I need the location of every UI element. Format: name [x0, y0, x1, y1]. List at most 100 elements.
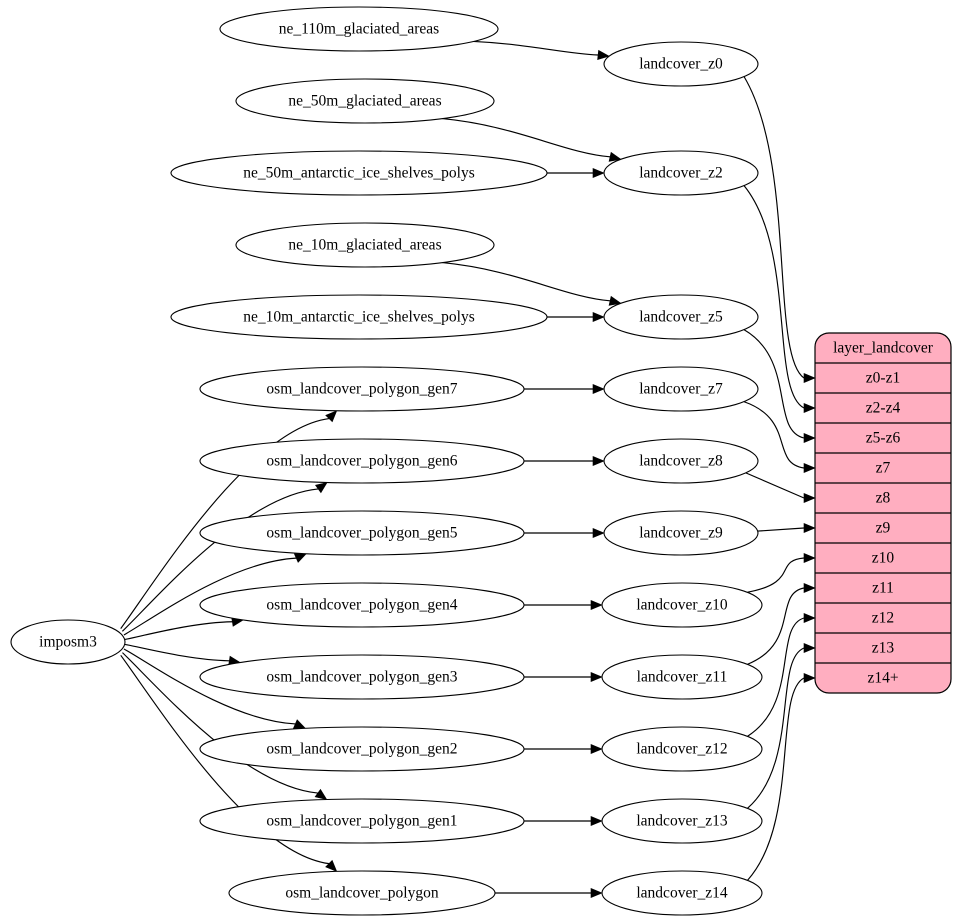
edge-arrowhead: [803, 462, 816, 474]
input-node-ne_10m_antarctic_ice_shelves_polys[interactable]: ne_10m_antarctic_ice_shelves_polys: [170, 294, 548, 340]
edge-ne_50m_glaciated_areas-to-landcover_z2: [442, 118, 611, 158]
node-shape: [601, 726, 763, 772]
edge-layer: [120, 40, 816, 899]
node-label: imposm3: [39, 634, 97, 651]
edge-imposm3-to-osm_landcover_polygon_gen2: [123, 648, 296, 725]
edge-arrowhead: [292, 719, 307, 729]
node-label: landcover_z7: [639, 381, 723, 398]
input-node-osm_landcover_polygon_gen3[interactable]: osm_landcover_polygon_gen3: [199, 654, 525, 700]
node-label: landcover_z13: [636, 813, 727, 830]
layer-node-landcover_z10[interactable]: landcover_z10: [601, 582, 763, 628]
edge-imposm3-to-osm_landcover_polygon_gen6: [121, 488, 319, 632]
node-label: ne_50m_glaciated_areas: [288, 93, 441, 110]
node-label: landcover_z14: [636, 885, 727, 902]
edge-arrowhead: [592, 383, 605, 395]
record-row-label-z2-z4: z2-z4: [866, 400, 901, 417]
node-shape: [603, 150, 759, 196]
edge-arrowhead: [592, 311, 605, 323]
input-node-osm_landcover_polygon[interactable]: osm_landcover_polygon: [228, 870, 496, 916]
record-row-label-z0-z1: z0-z1: [866, 370, 900, 387]
input-node-osm_landcover_polygon_gen1[interactable]: osm_landcover_polygon_gen1: [199, 798, 525, 844]
edge-arrowhead: [608, 151, 622, 162]
node-label: landcover_z9: [639, 525, 723, 542]
layer-node-landcover_z12[interactable]: landcover_z12: [601, 726, 763, 772]
edge-arrowhead: [590, 599, 603, 611]
edge-arrowhead: [803, 642, 816, 654]
node-label: osm_landcover_polygon: [285, 885, 439, 902]
node-shape: [603, 294, 759, 340]
layer-node-landcover_z11[interactable]: landcover_z11: [601, 654, 763, 700]
node-label: landcover_z0: [639, 56, 723, 73]
input-node-osm_landcover_polygon_gen4[interactable]: osm_landcover_polygon_gen4: [199, 582, 525, 628]
node-label: osm_landcover_polygon_gen1: [266, 813, 457, 830]
node-label: landcover_z12: [636, 741, 727, 758]
record-row-label-z9: z9: [876, 520, 891, 537]
edge-landcover_z7-to-z7: [743, 401, 805, 469]
edge-landcover_z10-to-z10: [747, 557, 805, 593]
record-row-label-z13: z13: [872, 640, 895, 657]
input-node-ne_50m_glaciated_areas[interactable]: ne_50m_glaciated_areas: [235, 78, 495, 124]
node-label: osm_landcover_polygon_gen2: [266, 741, 457, 758]
edge-arrowhead: [803, 582, 816, 594]
edge-imposm3-to-osm_landcover_polygon_gen1: [122, 652, 318, 794]
edge-landcover_z5-to-z5-z6: [743, 329, 805, 439]
layer-node-landcover_z8[interactable]: landcover_z8: [603, 438, 759, 484]
input-node-osm_landcover_polygon_gen7[interactable]: osm_landcover_polygon_gen7: [199, 366, 525, 412]
edge-arrowhead: [803, 612, 816, 624]
node-label: ne_50m_antarctic_ice_shelves_polys: [243, 165, 475, 182]
input-node-ne_50m_antarctic_ice_shelves_polys[interactable]: ne_50m_antarctic_ice_shelves_polys: [170, 150, 548, 196]
node-shape: [603, 41, 759, 87]
edge-arrowhead: [592, 527, 605, 539]
edge-arrowhead: [314, 482, 328, 494]
edge-arrowhead: [803, 672, 816, 684]
edge-imposm3-to-osm_landcover_polygon_gen7: [120, 417, 330, 629]
edge-landcover_z12-to-z12: [747, 617, 805, 737]
node-label: osm_landcover_polygon_gen6: [266, 453, 457, 470]
edge-landcover_z13-to-z13: [747, 647, 805, 809]
edge-arrowhead: [803, 552, 816, 564]
edge-landcover_z11-to-z11: [747, 587, 805, 665]
edge-arrowhead: [803, 492, 816, 504]
edge-arrowhead: [590, 671, 603, 683]
node-shape: [228, 870, 496, 916]
edge-imposm3-to-osm_landcover_polygon_gen5: [123, 557, 297, 636]
edge-landcover_z2-to-z2-z4: [743, 185, 805, 409]
node-shape: [603, 366, 759, 412]
input-node-osm_landcover_polygon_gen2[interactable]: osm_landcover_polygon_gen2: [199, 726, 525, 772]
edge-arrowhead: [803, 522, 816, 534]
node-shape: [199, 438, 525, 484]
edge-arrowhead: [592, 167, 605, 179]
node-label: landcover_z10: [636, 597, 727, 614]
edge-arrowhead: [314, 788, 328, 800]
node-label: osm_landcover_polygon_gen3: [266, 669, 457, 686]
layer-node-landcover_z7[interactable]: landcover_z7: [603, 366, 759, 412]
node-shape: [199, 726, 525, 772]
node-shape: [219, 6, 499, 52]
input-node-osm_landcover_polygon_gen6[interactable]: osm_landcover_polygon_gen6: [199, 438, 525, 484]
edge-arrowhead: [325, 859, 338, 872]
record-row-label-z10: z10: [872, 550, 895, 567]
node-layer: imposm3 ne_110m_glaciated_areas ne_50m_gla…: [10, 6, 763, 916]
source-node-imposm3[interactable]: imposm3: [10, 619, 126, 665]
edge-landcover_z8-to-z8: [745, 472, 805, 499]
edge-arrowhead: [590, 743, 603, 755]
input-node-osm_landcover_polygon_gen5[interactable]: osm_landcover_polygon_gen5: [199, 510, 525, 556]
layer-node-landcover_z14[interactable]: landcover_z14: [601, 870, 763, 916]
node-shape: [199, 798, 525, 844]
edge-arrowhead: [293, 553, 307, 563]
layer-node-landcover_z9[interactable]: landcover_z9: [603, 510, 759, 556]
node-shape: [199, 654, 525, 700]
input-node-ne_10m_glaciated_areas[interactable]: ne_10m_glaciated_areas: [235, 222, 495, 268]
edge-arrowhead: [803, 432, 816, 444]
layer-node-landcover_z0[interactable]: landcover_z0: [603, 41, 759, 87]
node-label: landcover_z2: [639, 165, 723, 182]
layer-node-landcover_z5[interactable]: landcover_z5: [603, 294, 759, 340]
record-row-label-z5-z6: z5-z6: [866, 430, 901, 447]
node-shape: [10, 619, 126, 665]
node-label: ne_110m_glaciated_areas: [279, 21, 439, 38]
input-node-ne_110m_glaciated_areas[interactable]: ne_110m_glaciated_areas: [219, 6, 499, 52]
layer-node-landcover_z2[interactable]: landcover_z2: [603, 150, 759, 196]
layer-node-landcover_z13[interactable]: landcover_z13: [601, 798, 763, 844]
node-shape: [603, 510, 759, 556]
